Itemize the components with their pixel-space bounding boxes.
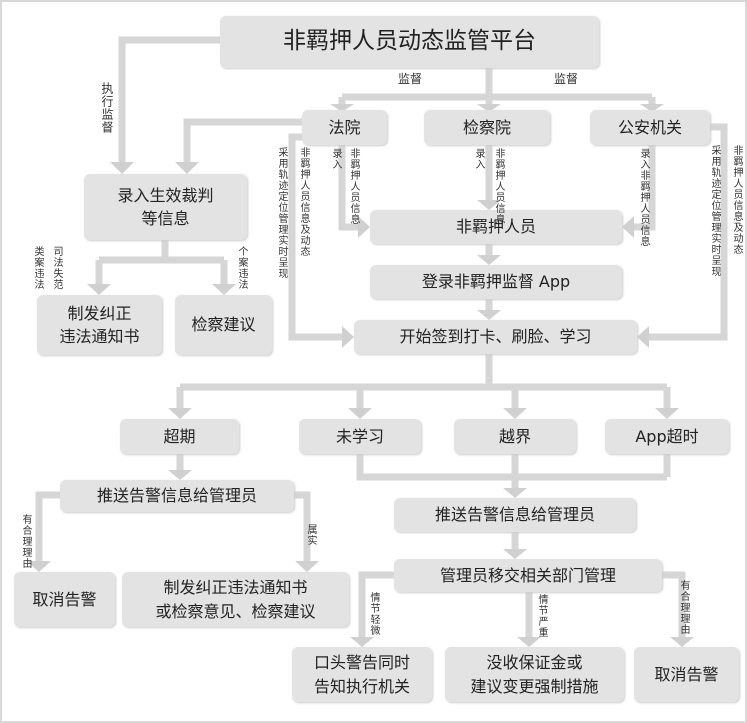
alert-app-timeout: App超时 xyxy=(605,419,729,454)
edge-label: 司法失范 xyxy=(51,246,62,290)
verbal-warning-label: 口头警告同时 告知执行机关 xyxy=(313,653,410,696)
alert-overdue: 超期 xyxy=(120,419,239,454)
non-custodial-label: 非羁押人员 xyxy=(455,217,536,237)
supervise-label: 监督 xyxy=(554,72,579,86)
edge-label: 个案违法 xyxy=(236,246,247,290)
confiscate-node: 没收保证金或 建议变更强制措施 xyxy=(445,647,624,702)
court-label: 法院 xyxy=(328,117,361,137)
start-checkin-label: 开始签到打卡、刷脸、学习 xyxy=(399,327,592,347)
edge-label: 非羁押人员信息 xyxy=(493,148,504,225)
alert-out-of-bounds: 越界 xyxy=(454,419,576,454)
cancel-alert-right-node: 取消告警 xyxy=(634,647,739,702)
non-custodial-node: 非羁押人员 xyxy=(370,210,622,244)
confiscate-label: 没收保证金或 建议变更强制措施 xyxy=(470,653,599,696)
edge-label: 非羁押人员信息 xyxy=(348,148,359,225)
edge-label: 情节轻微 xyxy=(368,592,379,636)
edge-label: 采用轨迹定位管理实时呈现 xyxy=(276,147,287,279)
supervise-label: 监督 xyxy=(398,72,423,86)
court-node: 法院 xyxy=(302,110,387,145)
login-app-label: 登录非羁押监督 App xyxy=(421,272,571,292)
edge-label: 有合理理由 xyxy=(20,514,31,569)
login-app-node: 登录非羁押监督 App xyxy=(370,265,622,299)
police-node: 公安机关 xyxy=(590,110,710,145)
alert-not-studied: 未学习 xyxy=(299,419,421,454)
transfer-node: 管理员移交相关部门管理 xyxy=(394,559,662,592)
record-judgment-node: 录入生效裁判 等信息 xyxy=(84,174,247,240)
push-alert-right-node: 推送告警信息给管理员 xyxy=(394,498,636,532)
push-alert-label: 推送告警信息给管理员 xyxy=(434,505,595,525)
procuratorial-advice-label: 检察建议 xyxy=(191,315,256,335)
procuratorate-label: 检察院 xyxy=(462,117,511,137)
edge-label: 非羁押人员信息及动态 xyxy=(731,145,742,255)
cancel-alert-label: 取消告警 xyxy=(32,589,97,609)
verbal-warning-node: 口头警告同时 告知执行机关 xyxy=(292,647,432,702)
exec-supervise-label: 执行监督 xyxy=(100,82,114,134)
issue-notice-node: 制发纠正违法通知书 或检察意见、检察建议 xyxy=(122,572,349,627)
notice-correct-node: 制发纠正 违法通知书 xyxy=(37,295,162,355)
police-label: 公安机关 xyxy=(617,117,682,137)
edge-label: 情节严重 xyxy=(536,594,547,638)
push-alert-left-node: 推送告警信息给管理员 xyxy=(60,480,294,512)
alert-label: 未学习 xyxy=(335,426,384,446)
edge-label: 属实 xyxy=(305,524,316,546)
transfer-label: 管理员移交相关部门管理 xyxy=(439,565,616,585)
cancel-alert-label: 取消告警 xyxy=(654,664,719,684)
alert-label: 越界 xyxy=(498,426,531,446)
edge-label: 录入 xyxy=(330,148,341,170)
notice-correct-label: 制发纠正 违法通知书 xyxy=(59,303,140,346)
platform-title-text: 非羁押人员动态监管平台 xyxy=(283,28,536,55)
edge-label: 非羁押人员信息及动态 xyxy=(298,147,309,257)
edge-label: 类案违法 xyxy=(32,246,43,290)
cancel-alert-left-node: 取消告警 xyxy=(14,572,115,627)
alert-label: 超期 xyxy=(163,426,196,446)
edge-label: 采用轨迹定位管理实时呈现 xyxy=(709,145,720,277)
edge-label: 录入 xyxy=(473,148,484,170)
issue-notice-label: 制发纠正违法通知书 或检察意见、检察建议 xyxy=(155,578,316,621)
procuratorate-node: 检察院 xyxy=(424,110,550,145)
procuratorial-advice-node: 检察建议 xyxy=(175,295,272,355)
edge-label: 录入非羁押人员信息 xyxy=(638,148,649,247)
start-checkin-node: 开始签到打卡、刷脸、学习 xyxy=(354,320,637,354)
alert-label: App超时 xyxy=(635,426,699,446)
platform-title: 非羁押人员动态监管平台 xyxy=(220,16,599,68)
push-alert-label: 推送告警信息给管理员 xyxy=(96,486,257,506)
record-judgment-label: 录入生效裁判 等信息 xyxy=(117,185,214,228)
edge-label: 有合理理由 xyxy=(678,580,689,635)
